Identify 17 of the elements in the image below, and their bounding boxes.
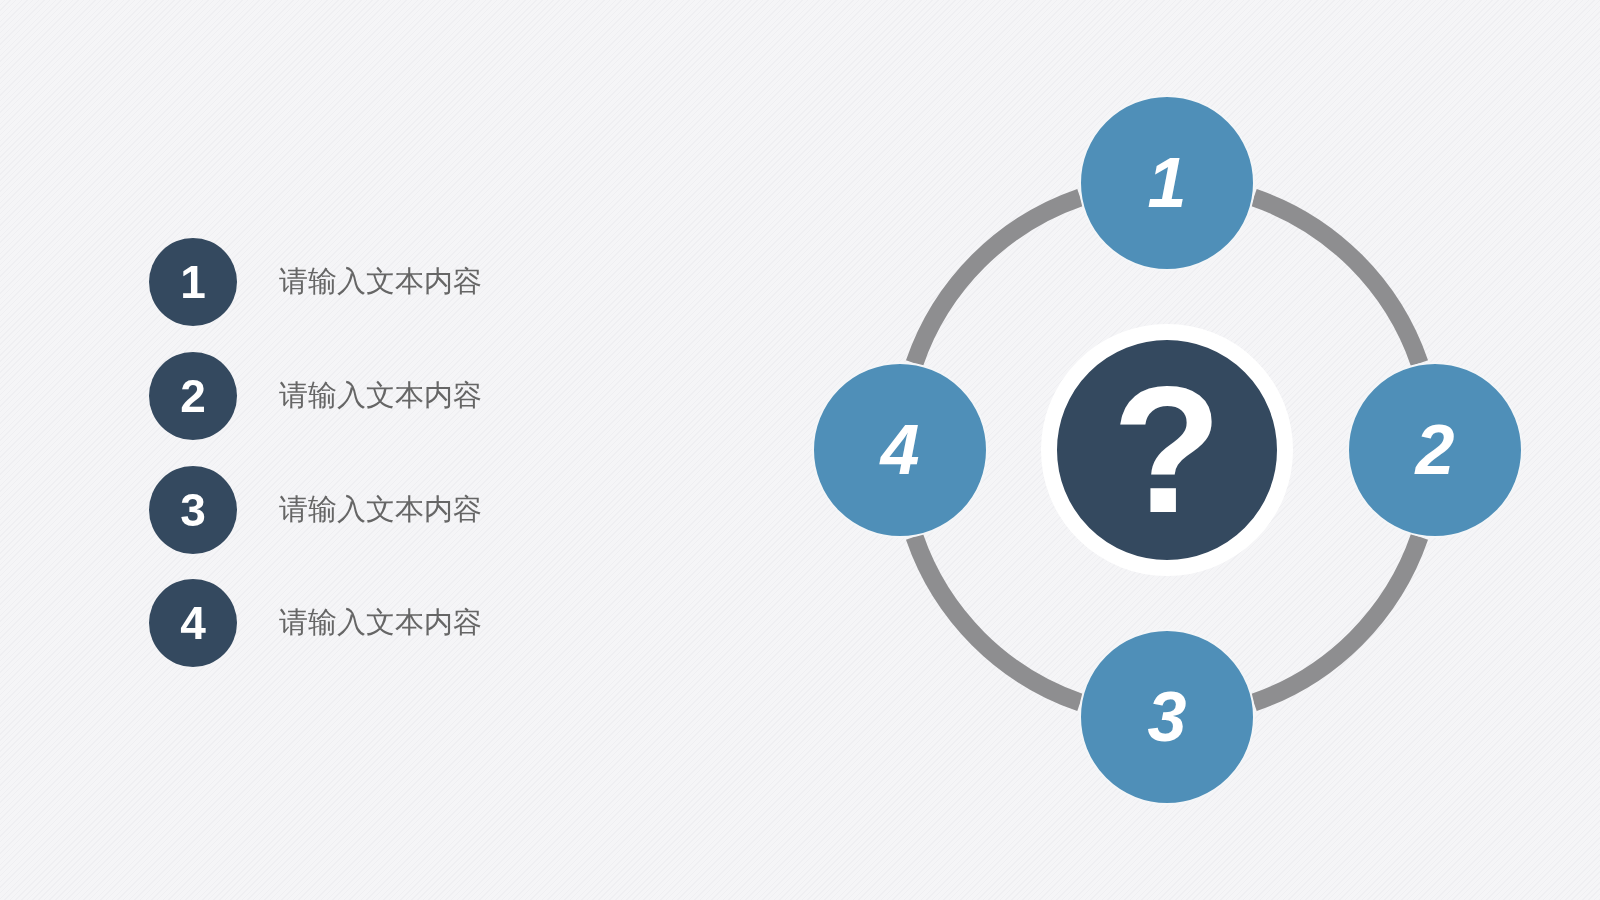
ring-arc [906,189,1084,367]
list-item-text: 请输入文本内容 [279,605,482,640]
number-circle: 2 [1347,362,1523,538]
number-circle: 2 [149,352,237,440]
number-circle: 1 [1079,95,1255,271]
list-item-text: 请输入文本内容 [279,492,482,527]
ring-arc [1250,189,1428,367]
ring-arc [906,533,1084,711]
number-circle: 1 [149,238,237,326]
number-circle: 3 [1079,629,1255,805]
ring-arc [1250,533,1428,711]
number-circle: 4 [149,579,237,667]
list-item-text: 请输入文本内容 [279,378,482,413]
number-circle: 3 [149,466,237,554]
question-circle: ? [1041,324,1293,576]
number-circle: 4 [812,362,988,538]
list-item-text: 请输入文本内容 [279,264,482,299]
